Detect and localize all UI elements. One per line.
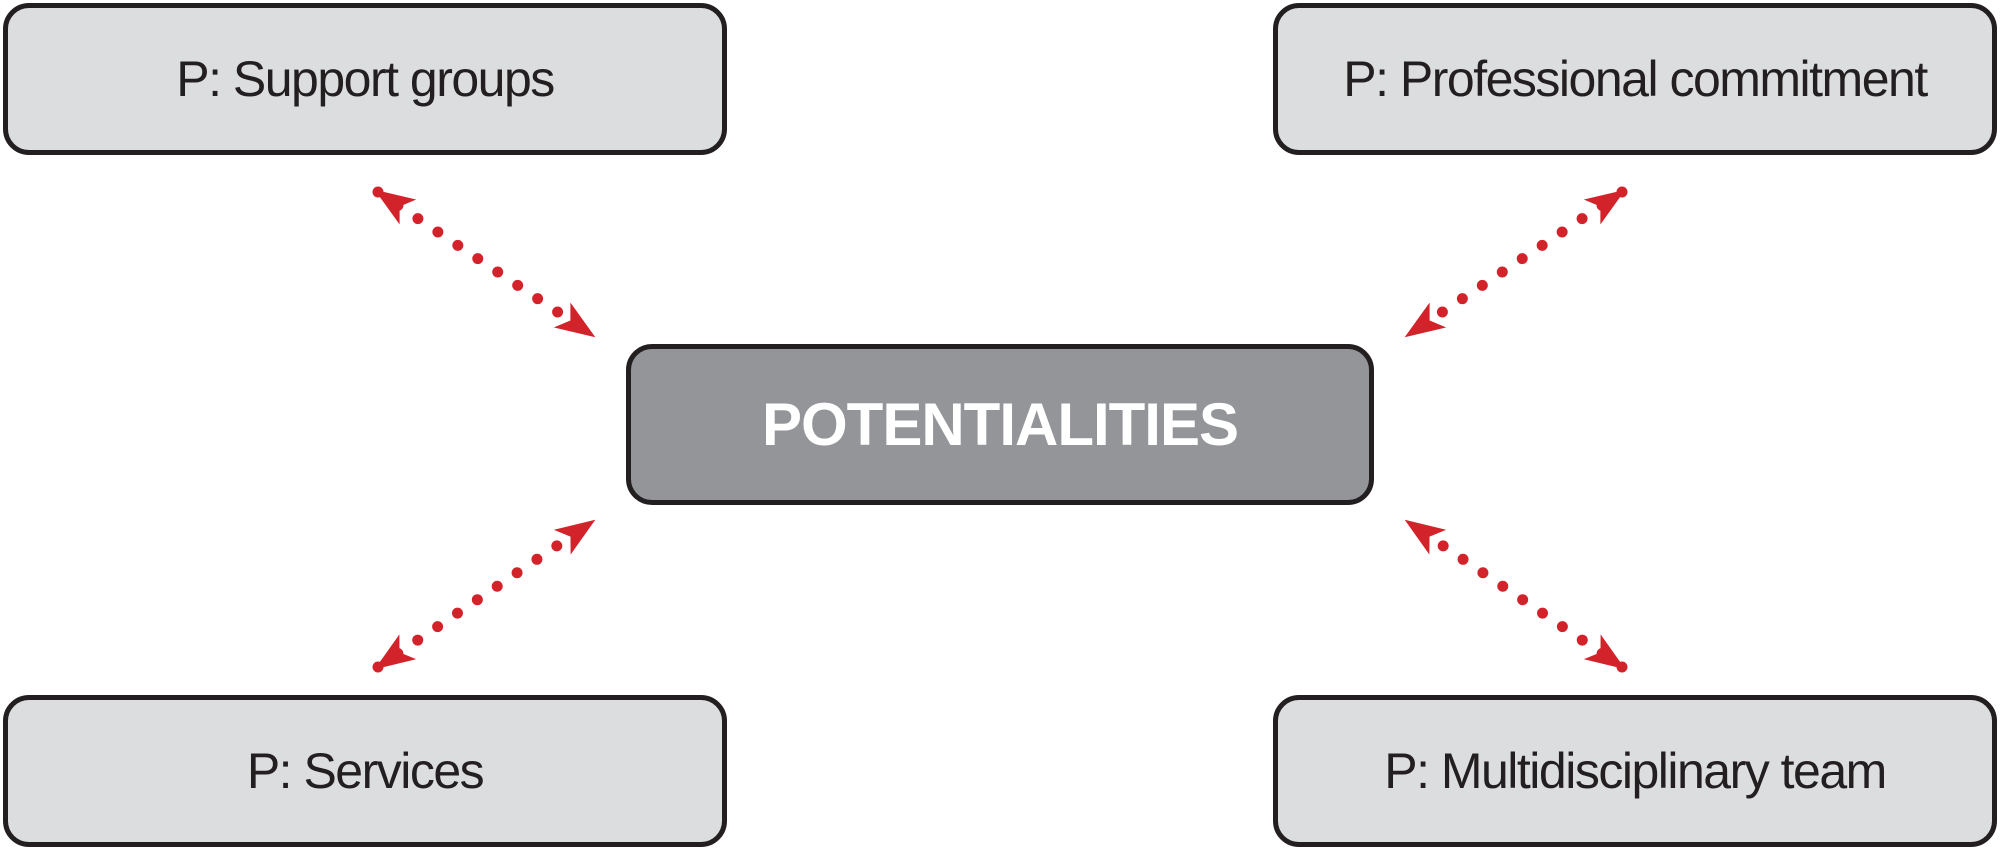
node-professional-commitment: P: Professional commitment — [1273, 3, 1997, 155]
node-label: P: Support groups — [176, 51, 555, 107]
connector-services — [372, 516, 598, 673]
center-label: POTENTIALITIES — [761, 391, 1239, 458]
node-label: P: Professional commitment — [1343, 51, 1928, 107]
connector-support-groups — [372, 186, 598, 341]
connector-multidisciplinary-team — [1402, 516, 1628, 673]
node-support-groups: P: Support groups — [3, 3, 727, 155]
center-node-potentialities: POTENTIALITIES — [626, 344, 1374, 505]
node-label: P: Multidisciplinary team — [1384, 743, 1887, 799]
node-label: P: Services — [246, 743, 485, 799]
node-services: P: Services — [3, 695, 727, 847]
connector-professional-commitment — [1402, 186, 1628, 341]
node-multidisciplinary-team: P: Multidisciplinary team — [1273, 695, 1997, 847]
